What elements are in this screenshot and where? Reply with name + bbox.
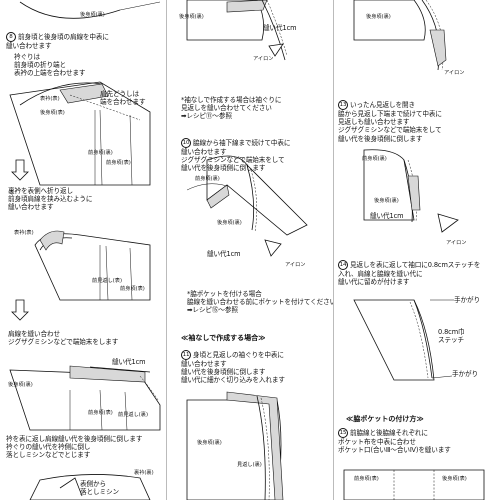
label-b1: 表衿(表): [14, 230, 34, 236]
label-back-bodice: 後身頃(裏): [179, 14, 204, 20]
label-collar: 表衿(表): [40, 96, 60, 102]
step-number: 14: [338, 260, 348, 270]
column-divider: [166, 0, 167, 500]
label-facing: 見返し(裏): [237, 462, 262, 468]
iron-label: アイロン: [253, 56, 274, 62]
label-back-bodice: 後身頃(裏): [80, 12, 105, 18]
collar-note: 衿を表に返し肩線縫い代を後身頃側に倒します 衿ぐりの縫い代を衿側に倒し 落としミ…: [6, 435, 143, 460]
step-number: 15: [338, 428, 348, 438]
seam-allowance-label: 縫い代1cm: [207, 250, 241, 258]
label-back-bodice-3: 後身頃(表): [442, 476, 467, 482]
label-c3: 前見返し(裏): [118, 412, 148, 418]
label-front-bodice: 前身頃(裏): [362, 156, 387, 162]
column-left-illustrations: [9, 1, 161, 500]
seam-allowance-top: 縫い代1cm: [263, 24, 297, 32]
handhold-label-2: 手かがり: [452, 370, 478, 378]
label-b2: 前見返し(表): [92, 278, 122, 284]
step-number: 8: [6, 32, 16, 42]
label-c2: 前身頃(表): [88, 410, 113, 416]
pocket-note: *脇ポケットを付ける場合 脇線を縫い合わせる前にポケットを付けてください ➡レシ…: [187, 290, 333, 315]
iron-label: アイロン: [444, 70, 465, 76]
handhold-label-1: 手かがり: [454, 296, 480, 304]
step-number: 11: [181, 350, 191, 360]
iron-label-2: アイロン: [446, 240, 467, 246]
column-divider: [333, 0, 334, 500]
bottom-label: 裏衿(裏): [134, 470, 154, 476]
seam-allowance-label: 縫い代1cm: [112, 358, 146, 366]
sleeveless-note: *袖なしで作成する場合は袖ぐりに 見返しを縫い合わせてください ➡レシピ⑪～参照: [181, 96, 282, 121]
step-number: 13: [338, 100, 348, 110]
step-number: 10: [181, 138, 191, 148]
bottom-note: 表側から 落としミシン: [80, 480, 119, 497]
label-front-bodice: 前身頃(裏): [195, 176, 220, 182]
label-back-bodice: 後身頃(裏): [366, 14, 391, 20]
sleeveless-heading: ≪袖なしで作成する場合≫: [181, 334, 266, 342]
neckline-note: 衿ぐりは 前身頃の折り端と 表衿の上端を合わせます: [14, 53, 86, 78]
pocket-heading: ≪脇ポケットの付け方≫: [346, 415, 424, 423]
label-back-bodice-3: 後身頃(裏): [197, 440, 222, 446]
label-front-bodice-2: 前身頃(表): [106, 160, 131, 166]
iron-label-2: アイロン: [285, 262, 306, 268]
fold-note: 裏衿を表側へ折り返し 前身頃肩線を挟み込むように 縫い合わせます: [8, 187, 93, 212]
column-middle-illustrations: [186, 0, 308, 500]
column-middle: 後身頃(裏) 縫い代1cm アイロン *袖なしで作成する場合は袖ぐりに 見返しを…: [167, 0, 333, 500]
stitch-label: 0.8cm巾 ステッチ: [438, 328, 465, 345]
label-back-bodice-2: 後身頃(表): [40, 110, 65, 116]
label-front-bodice: 前身頃(裏): [88, 150, 113, 156]
label-front-bodice-2: 前身頃(表): [354, 476, 379, 482]
seam-note: 肩線を縫い合わせ ジグザグミシンなどで端始末をします: [8, 330, 119, 347]
label-back-bodice-2: 後身頃(裏): [217, 220, 242, 226]
label-b3: 前身頃(表): [120, 286, 145, 292]
label-back-bodice-2: 後身頃(裏): [374, 198, 399, 204]
shoulder-note: 肩先どうしは 端を合わせます: [100, 90, 146, 107]
label-c1: 後身頃(裏): [8, 382, 33, 388]
seam-allowance-label: 縫い代1cm: [370, 212, 404, 220]
column-right-illustrations: [343, 0, 485, 500]
